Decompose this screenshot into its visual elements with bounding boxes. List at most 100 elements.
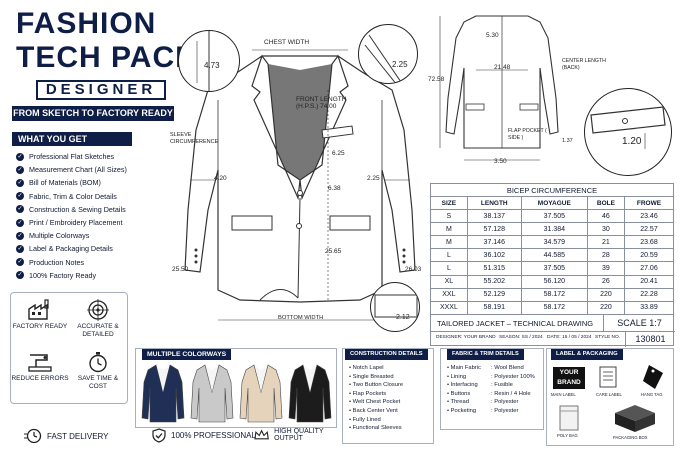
measure-4-20: 4.20 [214, 175, 227, 182]
construction-item: • Functional Sleeves [349, 425, 402, 432]
measure-25-65: 25.65 [325, 248, 342, 255]
item-label: Professional Flat Sketches [29, 152, 115, 162]
quality-item: HIGH QUALITY OUTPUT [254, 428, 350, 442]
welt-pocket-drawing [590, 106, 666, 149]
fabric-key-label: Thread [450, 399, 469, 406]
back-measure-72-58: 72.58 [428, 76, 445, 83]
fast-delivery-label: FAST DELIVERY [47, 431, 109, 441]
bicep-cell: 28 [586, 248, 625, 263]
sewing-machine-icon [28, 354, 52, 372]
pocket-bottom-measure: 2.12 [396, 314, 410, 321]
brand-line-2: BRAND [557, 379, 581, 386]
stopwatch-icon [89, 352, 107, 373]
info-style-label: STYLE NO. [595, 335, 621, 340]
fabric-key: • Buttons [447, 390, 471, 397]
measure-26-03: 26.03 [405, 266, 422, 273]
bicep-cell: 37.505 [520, 261, 588, 276]
construction-item-label: Welt Chest Pocket [352, 399, 401, 406]
fabric-row: • Pocketing: Polyester [447, 407, 543, 416]
construction-item-label: Fully Lined [352, 416, 381, 423]
construction-item-label: Back Center Vent [352, 407, 398, 414]
front-jacket-drawing [184, 49, 416, 321]
colorway-jacket-1 [141, 364, 185, 423]
welt-pocket-detail-circle [584, 88, 672, 176]
tagline-banner: FROM SKETCH TO FACTORY READY [12, 106, 174, 121]
construction-item-label: Two Button Closure [352, 382, 404, 389]
hang-tag-caption: HANG TAG [641, 392, 663, 397]
professional-item: 100% PROFESSIONAL [152, 428, 256, 443]
packaging-box-icon [615, 405, 655, 432]
bicep-cell: 37.505 [520, 209, 588, 224]
fabric-value: : Polyester 100% [491, 373, 535, 380]
feature-reduce-errors: REDUCE ERRORS [11, 351, 69, 383]
collar-detail-circle [178, 30, 240, 92]
bicep-cell: 220 [586, 300, 625, 315]
bicep-header-cell: BOLE [586, 195, 625, 211]
pocket-top-measure: 2.25 [392, 60, 408, 69]
label-panel: LABEL & PACKAGING YOUR BRAND MAIN LABEL … [546, 348, 674, 446]
packaging-box-caption: PACKAGING BOX [613, 435, 648, 440]
main-label-caption: MAIN LABEL [551, 392, 576, 397]
construction-item: • Flap Pockets [349, 390, 387, 397]
bicep-cell: 20.41 [623, 274, 675, 289]
collar-measure: 4.73 [204, 61, 220, 70]
bicep-cell: 58.191 [466, 300, 522, 315]
what-you-get-item: ✓100% Factory Ready [16, 269, 176, 282]
what-you-get-item: ✓Production Notes [16, 256, 176, 269]
fabric-key: • Main Fabric [447, 365, 481, 371]
bicep-cell: 27.06 [623, 261, 675, 276]
bicep-cell: 56.120 [520, 274, 588, 289]
fabric-key-label: Interfacing [450, 382, 478, 389]
bicep-cell: 44.585 [520, 248, 588, 263]
quality-label: HIGH QUALITY OUTPUT [274, 428, 324, 442]
bicep-table-title: BICEP CIRCUMFERENCE [430, 183, 674, 196]
what-you-get-item: ✓Professional Flat Sketches [16, 150, 176, 163]
crown-icon [254, 429, 269, 440]
bicep-cell: 46 [586, 209, 625, 224]
check-icon: ✓ [16, 178, 24, 187]
bicep-cell: 55.202 [466, 274, 522, 289]
pocket-detail-drawing [364, 34, 403, 83]
bicep-header-cell: FROWE [623, 195, 675, 211]
flap-pocket-label: FLAP POCKET ( SIDE ) [508, 128, 547, 141]
fabric-key-label: Main Fabric [450, 365, 481, 371]
info-date: DATE: 15 / 05 / 2024 [547, 335, 592, 340]
what-you-get-heading: WHAT YOU GET [12, 132, 132, 146]
check-icon: ✓ [16, 258, 24, 267]
check-icon: ✓ [16, 205, 24, 214]
bicep-cell: 34.579 [520, 235, 588, 250]
fabric-key-label: Pocketing [450, 407, 477, 414]
welt-measure: 1.20 [622, 136, 642, 147]
drawing-info-box: TAILORED JACKET – TECHNICAL DRAWING SCAL… [430, 314, 675, 347]
what-you-get-item: ✓Fabric, Trim & Color Details [16, 190, 176, 203]
bicep-cell: 36.102 [466, 248, 522, 263]
fabric-key: • Pocketing [447, 407, 477, 414]
fabric-value: : Wool Blend [491, 365, 524, 371]
fabric-value: : Polyester [491, 399, 519, 406]
construction-panel: CONSTRUCTION DETAILS • Notch Lapel• Sing… [342, 348, 434, 444]
item-label: Fabric, Trim & Color Details [29, 191, 117, 201]
item-label: 100% Factory Ready [29, 270, 97, 280]
info-season: SEASON: SS / 2024 [499, 335, 543, 340]
bicep-cell: 21 [586, 235, 625, 250]
bicep-cell: 23.46 [623, 209, 675, 224]
bicep-cell: 220 [586, 287, 625, 302]
item-label: Print / Embroidery Placement [29, 218, 123, 228]
fabric-panel: FABRIC & TRIM DETAILS • Main Fabric: Woo… [440, 348, 544, 430]
bicep-cell: 51.315 [466, 261, 522, 276]
construction-item-label: Functional Sleeves [352, 425, 402, 432]
subtitle-designer: DESIGNER [36, 80, 166, 100]
bicep-cell: L [430, 261, 468, 276]
title-line-1: FASHION [16, 7, 157, 40]
what-you-get-item: ✓Construction & Sewing Details [16, 203, 176, 216]
bicep-cell: 22.57 [623, 222, 675, 237]
bicep-cell: 30 [586, 222, 625, 237]
bicep-cell: 23.68 [623, 235, 675, 250]
fabric-value: : Resin / 4 Hole [491, 390, 531, 397]
measure-25-50: 25.50 [172, 266, 189, 273]
check-icon: ✓ [16, 244, 24, 253]
title-line-2: TECH PACK [16, 41, 198, 74]
